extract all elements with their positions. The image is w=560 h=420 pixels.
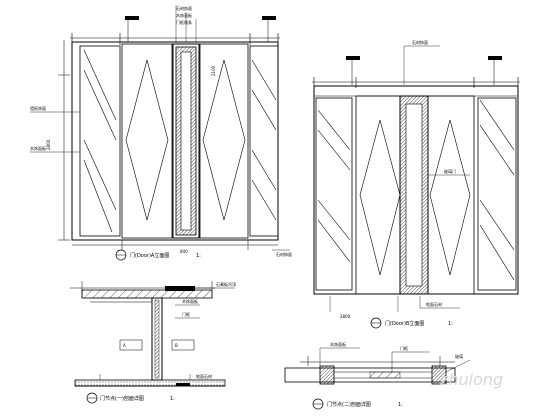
view-scale-elev-a: 1: bbox=[196, 253, 201, 259]
note-a-left-2: 木饰面板 bbox=[30, 145, 46, 151]
view-title-elev-a: 门(Door)A立面图 bbox=[130, 252, 169, 259]
svg-text:B: B bbox=[175, 343, 178, 348]
note-a-top-3: 门框线条 bbox=[176, 19, 192, 25]
section-a: 石膏板吊顶 木饰面板 门框 A B 地面石材 门节点(一)剖面详图 1: bbox=[70, 281, 236, 404]
note-a-left-1: 墙纸饰面 bbox=[30, 105, 46, 111]
note-b-mid: 玻璃门 bbox=[444, 168, 456, 174]
note-sec-a-4: 地面石材 bbox=[196, 373, 212, 379]
svg-text:A: A bbox=[123, 343, 126, 348]
view-title-elev-b: 门(Door)B立面图 bbox=[385, 320, 424, 327]
note-sec-a-3: 门框 bbox=[182, 311, 190, 317]
watermark: zhulong bbox=[439, 370, 503, 389]
view-title-sec-b: 门节点(二)剖面详图 bbox=[327, 401, 371, 408]
note-sec-b-3: 玻璃 bbox=[455, 353, 463, 359]
dim-a-width: 840 bbox=[180, 249, 188, 254]
section-b: 木饰面板 门框 玻璃 门节点(二)剖面详图 1: bbox=[284, 341, 471, 410]
view-scale-sec-b: 1: bbox=[398, 402, 403, 408]
elevation-a: 石材饰面 木饰面板 门框线条 2800 墙纸饰面 木饰面板 bbox=[30, 5, 292, 261]
elevation-b: 石材饰面 玻璃门 地面石材 2800 bbox=[312, 39, 520, 329]
dim-b-height: 2800 bbox=[340, 314, 351, 319]
note-sec-a-1: 石膏板吊顶 bbox=[216, 281, 236, 287]
note-b-top: 石材饰面 bbox=[412, 39, 428, 45]
note-b-bottom: 地面石材 bbox=[426, 301, 442, 307]
view-scale-elev-b: 1: bbox=[448, 321, 453, 327]
view-title-sec-a: 门节点(一)剖面详图 bbox=[100, 395, 144, 402]
dim-a-height: 2800 bbox=[46, 139, 51, 150]
note-a-top-1: 石材饰面 bbox=[176, 5, 192, 11]
note-sec-b-2: 门框 bbox=[400, 345, 408, 351]
note-a-right: 石材饰面 bbox=[276, 251, 292, 257]
view-scale-sec-a: 1: bbox=[170, 396, 175, 402]
note-sec-a-2: 木饰面板 bbox=[182, 298, 198, 304]
note-sec-b-1: 木饰面板 bbox=[330, 341, 346, 347]
dim-a-door: 2100 bbox=[211, 65, 216, 76]
note-a-top-2: 木饰面板 bbox=[176, 12, 192, 18]
